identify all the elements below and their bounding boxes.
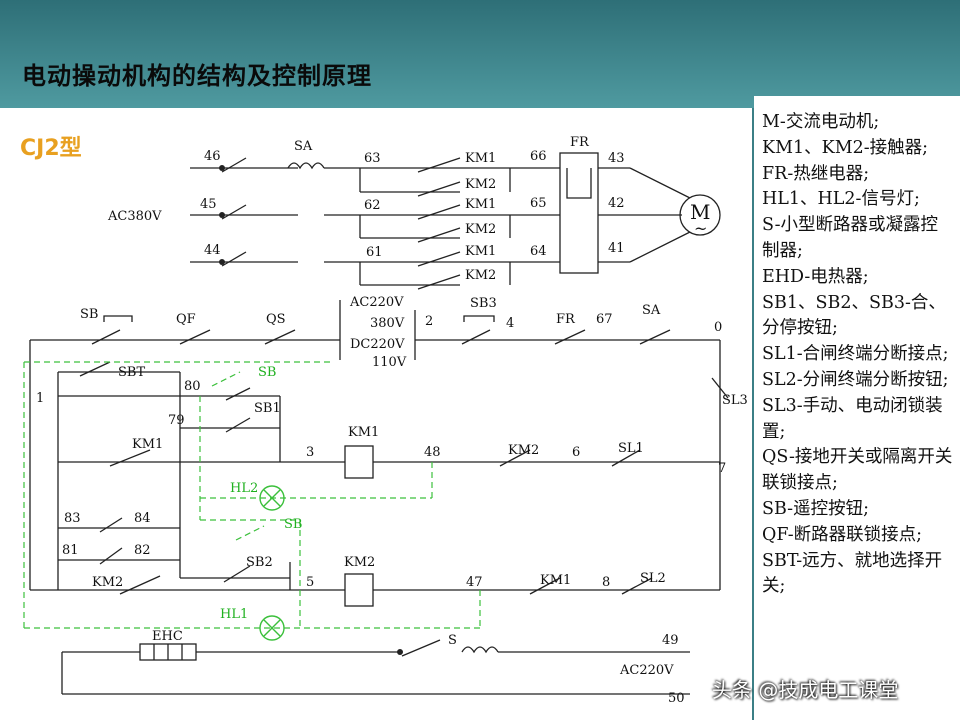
km2-contact-a: KM2 [465, 177, 496, 192]
node-44: 44 [204, 243, 221, 258]
legend-line: SL3-手动、电动闭锁装置; [762, 395, 943, 442]
node-63: 63 [364, 151, 381, 166]
supply-380v: 380V [370, 316, 405, 331]
km1-coil-label: KM1 [348, 425, 379, 440]
node-65: 65 [530, 196, 547, 211]
watermark: 头条 @技成电工课堂 [712, 678, 899, 702]
supply-ac220-heater: AC220V [619, 663, 674, 678]
legend-line: SB1、SB2、SB3-合、分停按钮; [762, 292, 946, 339]
node-64: 64 [530, 244, 547, 259]
qf-label: QF [176, 312, 196, 327]
sb3-label: SB3 [470, 296, 497, 311]
legend-line: QF-断路器联锁接点; [762, 524, 923, 545]
node-81: 81 [62, 543, 79, 558]
legend-line: SL1-合闸终端分断接点; [762, 344, 949, 365]
sb-green-label: SB [258, 365, 276, 380]
node-47: 47 [466, 575, 483, 590]
legend-line: SB-遥控按钮; [762, 498, 869, 519]
qs-label: QS [266, 312, 286, 327]
title-banner [0, 0, 960, 108]
node-5: 5 [306, 575, 314, 590]
supply-ac380: AC380V [107, 209, 162, 224]
node-41: 41 [608, 241, 625, 256]
supply-ac220: AC220V [349, 295, 404, 310]
node-67: 67 [596, 312, 613, 327]
node-43: 43 [608, 151, 625, 166]
diagram-panel [0, 108, 752, 720]
sl2-label: SL2 [640, 571, 666, 586]
km1-interlock-label: KM1 [540, 573, 571, 588]
node-79: 79 [168, 413, 185, 428]
hl2-label: HL2 [230, 481, 258, 496]
legend-line: EHD-电热器; [762, 266, 869, 287]
node-83: 83 [64, 511, 81, 526]
node-61: 61 [366, 245, 383, 260]
km2-coil-label: KM2 [344, 555, 375, 570]
km1-aux-label: KM1 [132, 437, 163, 452]
sb-green2-label: SB [284, 517, 302, 532]
fr-contact-label: FR [556, 312, 576, 327]
sa-switch-label: SA [294, 139, 313, 154]
legend-line: S-小型断路器或凝露控制器; [762, 215, 939, 261]
legend-panel: M-交流电动机; KM1、KM2-接触器; FR-热继电器; HL1、HL2-信号灯;… [754, 96, 960, 720]
node-48: 48 [424, 445, 441, 460]
legend-line: HL1、HL2-信号灯; [762, 189, 920, 210]
ehc-label: EHC [152, 629, 183, 644]
km1-contact-a: KM1 [465, 151, 496, 166]
node-80: 80 [184, 379, 201, 394]
slide-title: 电动操动机构的结构及控制原理 [22, 61, 372, 90]
sb1-label: SB1 [254, 401, 281, 416]
node-7: 7 [718, 461, 726, 476]
supply-dc220: DC220V [350, 337, 405, 352]
node-50: 50 [668, 691, 685, 706]
legend-line: SL2-分闸终端分断按钮; [762, 369, 949, 390]
km2-contact-b: KM2 [465, 222, 496, 237]
legend-line: QS-接地开关或隔离开关联锁接点; [762, 447, 953, 494]
node-3: 3 [306, 445, 314, 460]
sl3-label: SL3 [722, 393, 748, 408]
legend-line: KM1、KM2-接触器; [762, 137, 929, 158]
node-49: 49 [662, 633, 679, 648]
sb2-label: SB2 [246, 555, 273, 570]
node-6: 6 [572, 445, 580, 460]
motor-tilde: ~ [694, 219, 707, 238]
node-4: 4 [506, 316, 514, 331]
legend-line: M-交流电动机; [762, 112, 880, 132]
node-2: 2 [425, 314, 433, 329]
node-82: 82 [134, 543, 151, 558]
model-label: CJ2型 [20, 136, 82, 161]
hl1-label: HL1 [220, 607, 248, 622]
node-1: 1 [36, 391, 44, 406]
node-42: 42 [608, 196, 625, 211]
node-46: 46 [204, 149, 221, 164]
km2-contact-c: KM2 [465, 268, 496, 283]
node-66: 66 [530, 149, 547, 164]
node-8: 8 [602, 575, 610, 590]
km2-aux-label: KM2 [92, 575, 123, 590]
node-84: 84 [134, 511, 151, 526]
node-62: 62 [364, 198, 381, 213]
sl1-label: SL1 [618, 441, 644, 456]
legend-line: SBT-远方、就地选择开关; [762, 550, 943, 597]
km1-contact-c: KM1 [465, 244, 496, 259]
sb-label: SB [80, 307, 98, 322]
sbt-label: SBT [118, 365, 145, 380]
km1-contact-b: KM1 [465, 197, 496, 212]
supply-110v: 110V [372, 355, 407, 370]
node-0: 0 [714, 320, 722, 335]
node-45: 45 [200, 197, 217, 212]
s-label: S [448, 633, 457, 648]
km2-interlock-label: KM2 [508, 443, 539, 458]
motor-label: M [690, 200, 710, 224]
legend-line: FR-热继电器; [762, 163, 870, 184]
sa-contact-label: SA [642, 303, 661, 318]
fr-relay-label: FR [570, 135, 590, 150]
